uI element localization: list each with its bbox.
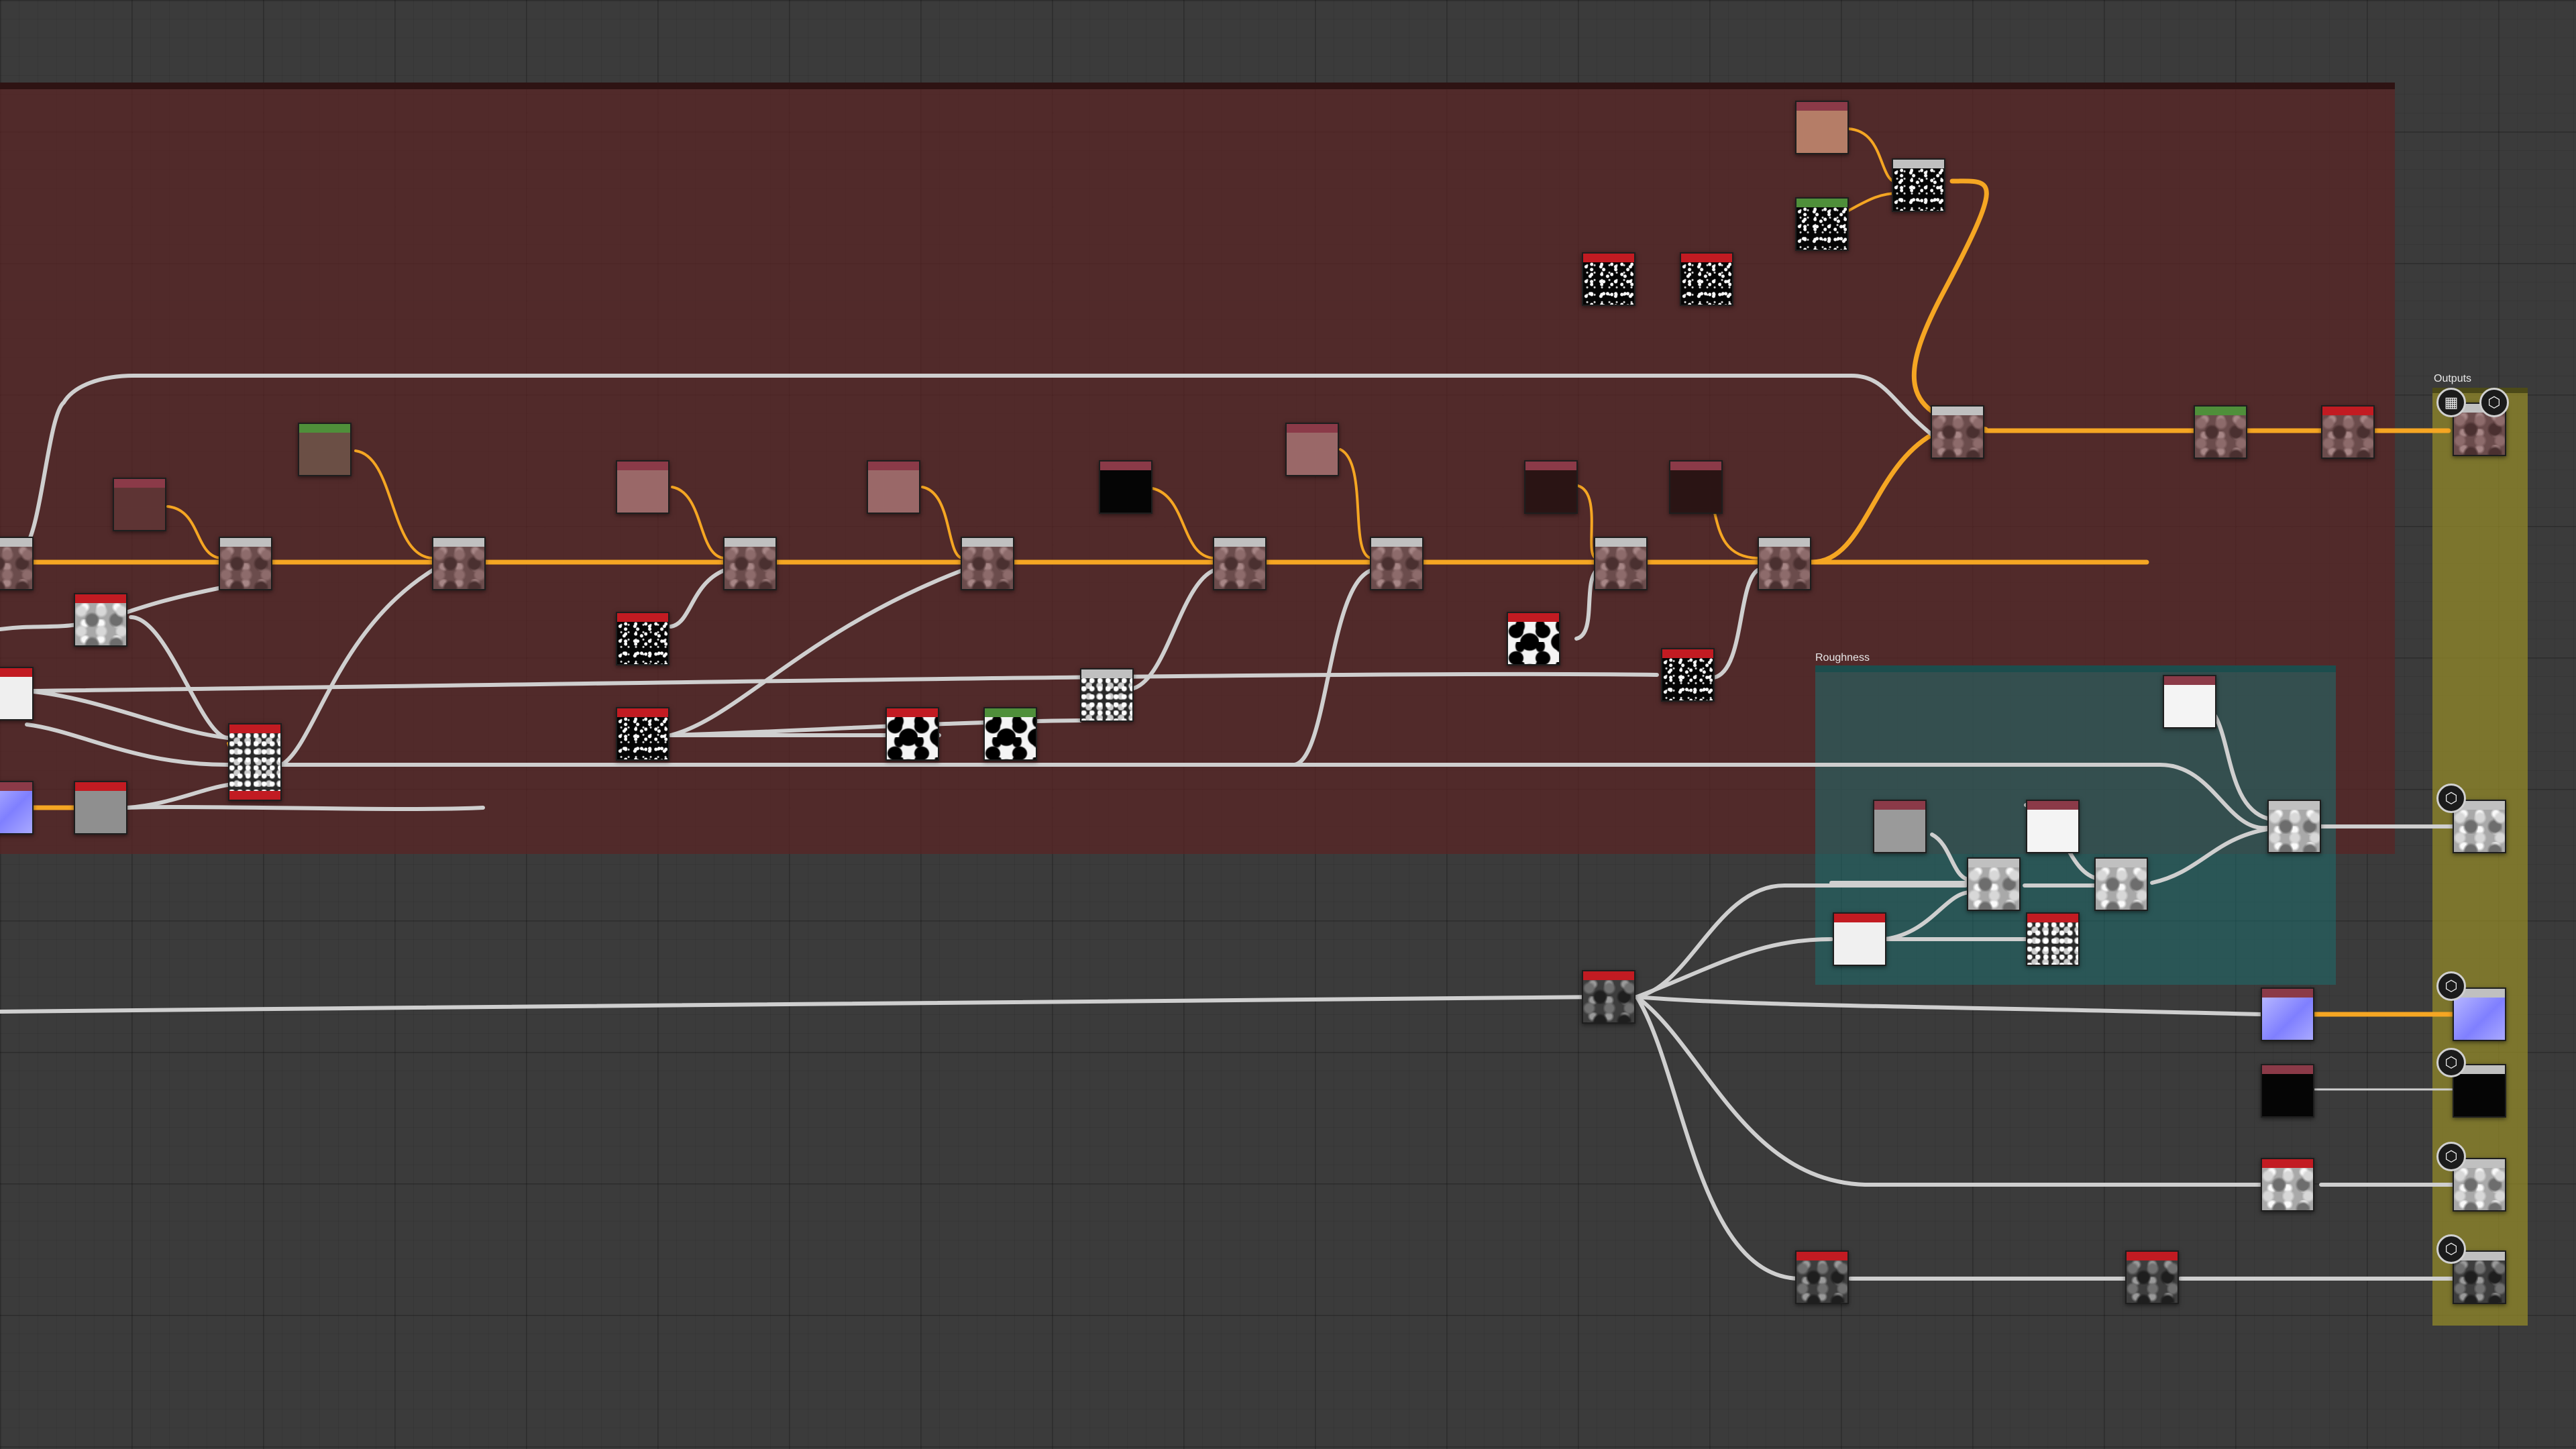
color-node[interactable]	[867, 460, 920, 514]
output-normal-node[interactable]	[2453, 987, 2506, 1041]
cube-icon[interactable]: ⬡	[2436, 971, 2466, 1001]
blend-node[interactable]	[1213, 537, 1267, 590]
frame-title: Outputs	[2434, 373, 2472, 384]
blend-node[interactable]	[1892, 158, 1945, 212]
roughness-value-node[interactable]	[1873, 800, 1927, 853]
normal-input-node[interactable]	[0, 781, 34, 835]
blend-node[interactable]	[432, 537, 486, 590]
grunge-node[interactable]	[983, 707, 1037, 761]
color-node[interactable]	[616, 460, 669, 514]
output-metallic-node[interactable]	[2453, 1064, 2506, 1118]
roughness-grunge-node[interactable]	[2026, 912, 2080, 966]
main-chain-wire	[0, 178, 2458, 1017]
cube-icon[interactable]: ⬡	[2436, 1142, 2466, 1171]
color-node[interactable]	[1795, 101, 1849, 154]
roughness-value-node[interactable]	[2026, 800, 2080, 853]
cube-icon[interactable]: ⬡	[2436, 1048, 2466, 1077]
height-blend-node[interactable]	[2125, 1250, 2179, 1304]
output-height-node[interactable]	[2453, 1250, 2506, 1304]
color-node[interactable]	[1524, 460, 1578, 514]
grunge-node[interactable]	[885, 707, 939, 761]
levels-node[interactable]	[2321, 405, 2375, 459]
blend-node[interactable]	[0, 537, 34, 590]
roughness-blend-node[interactable]	[2267, 800, 2321, 853]
dust-mask-node[interactable]	[1582, 252, 1635, 306]
metallic-value-node[interactable]	[2261, 1064, 2314, 1118]
color-node[interactable]	[1099, 460, 1152, 514]
roughness-blend-node[interactable]	[2094, 857, 2148, 911]
output-ao-node[interactable]	[2453, 1158, 2506, 1212]
dust-mask-node[interactable]	[1680, 252, 1733, 306]
color-node[interactable]	[1669, 460, 1723, 514]
dust-mask-node[interactable]	[616, 707, 669, 761]
gray-wire	[0, 374, 2455, 1281]
color-node[interactable]	[298, 423, 352, 476]
grunge-node[interactable]	[0, 667, 34, 720]
ao-node[interactable]	[2261, 1158, 2314, 1212]
dust-mask-node[interactable]	[1795, 197, 1849, 251]
blend-node[interactable]	[1758, 537, 1811, 590]
color-node[interactable]	[113, 478, 166, 531]
gray-value-node[interactable]	[74, 781, 127, 835]
output-basecolor-node[interactable]	[2453, 402, 2506, 456]
blend-node[interactable]	[219, 537, 272, 590]
color-node[interactable]	[1285, 423, 1339, 476]
height-node[interactable]	[1582, 970, 1635, 1024]
output-roughness-node[interactable]	[2453, 800, 2506, 853]
height-levels-node[interactable]	[1795, 1250, 1849, 1304]
blend-node[interactable]	[1370, 537, 1424, 590]
normal-node[interactable]	[2261, 987, 2314, 1041]
grid-preview-icon[interactable]: ▦	[2436, 388, 2466, 417]
roughness-value-node[interactable]	[2163, 675, 2216, 729]
grunge-node[interactable]	[1507, 612, 1560, 665]
warp-node[interactable]	[228, 723, 282, 801]
levels-node[interactable]	[2194, 405, 2247, 459]
dust-mask-node[interactable]	[1661, 648, 1715, 702]
blend-node[interactable]	[1931, 405, 1984, 459]
cube-icon[interactable]: ⬡	[2436, 784, 2466, 813]
frame-title: Roughness	[1815, 652, 1870, 663]
blend-node[interactable]	[1080, 668, 1134, 722]
grunge-node[interactable]	[74, 593, 127, 647]
roughness-grunge-node[interactable]	[1833, 912, 1886, 966]
blend-node[interactable]	[961, 537, 1014, 590]
blend-node[interactable]	[1594, 537, 1648, 590]
roughness-blend-node[interactable]	[1967, 857, 2021, 911]
dust-mask-node[interactable]	[616, 612, 669, 665]
blend-node[interactable]	[723, 537, 777, 590]
cube-icon[interactable]: ⬡	[2479, 388, 2509, 417]
cube-icon[interactable]: ⬡	[2436, 1234, 2466, 1264]
